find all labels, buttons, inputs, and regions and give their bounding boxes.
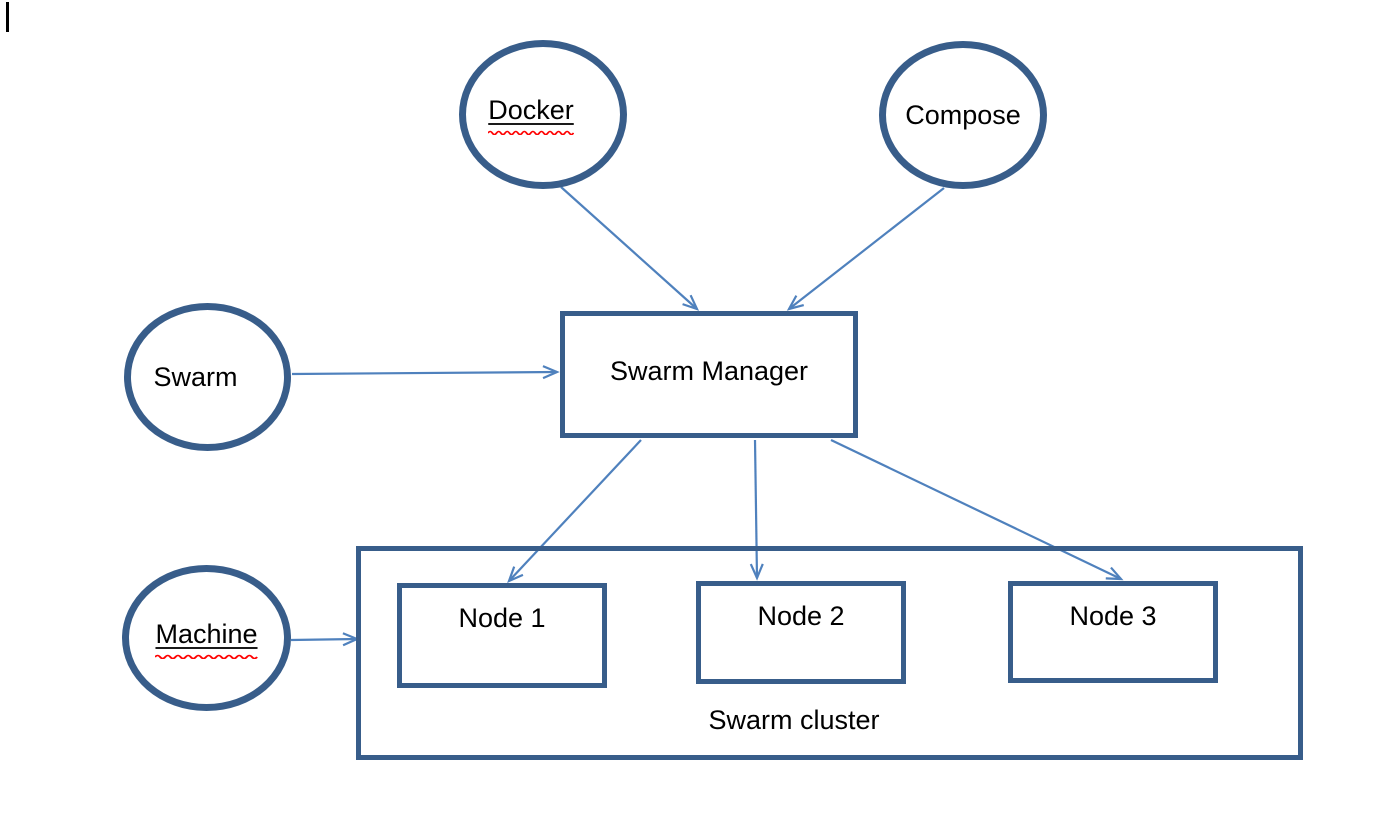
swarm-cluster-container[interactable] <box>356 546 1303 760</box>
node-docker-label: Docker <box>488 95 574 125</box>
node-swarm-label: Swarm <box>153 362 238 392</box>
arrow-swarm-manager-to-node2[interactable] <box>749 439 764 581</box>
arrow-machine-to-cluster[interactable] <box>290 632 360 647</box>
node-node1-label: Node 1 <box>458 603 546 633</box>
node-compose-label: Compose <box>905 100 1021 130</box>
node-machine[interactable]: Machine <box>122 565 291 711</box>
node-node3[interactable]: Node 3 <box>1008 581 1218 683</box>
arrow-swarm-manager-to-node1[interactable] <box>507 439 642 584</box>
arrow-docker-to-swarm-manager[interactable] <box>560 186 700 311</box>
node-node3-label: Node 3 <box>1069 601 1157 631</box>
swarm-cluster-label: Swarm cluster <box>708 705 880 735</box>
node-machine-label: Machine <box>155 618 258 649</box>
node-node2-label: Node 2 <box>757 601 845 631</box>
arrow-swarm-manager-to-node3[interactable] <box>830 439 1124 581</box>
node-compose[interactable]: Compose <box>879 41 1047 189</box>
node-swarm[interactable]: Swarm <box>124 303 291 451</box>
arrow-compose-to-swarm-manager[interactable] <box>786 187 945 311</box>
node-swarm-manager[interactable]: Swarm Manager <box>560 311 858 438</box>
arrow-swarm-to-swarm-manager[interactable] <box>291 365 560 380</box>
node-node1[interactable]: Node 1 <box>397 583 607 688</box>
node-node2[interactable]: Node 2 <box>696 581 906 684</box>
spellcheck-squiggle <box>488 130 574 135</box>
text-cursor <box>6 2 9 32</box>
spellcheck-squiggle <box>155 654 258 659</box>
node-swarm-manager-label: Swarm Manager <box>609 355 809 386</box>
node-docker[interactable]: Docker <box>459 40 627 189</box>
